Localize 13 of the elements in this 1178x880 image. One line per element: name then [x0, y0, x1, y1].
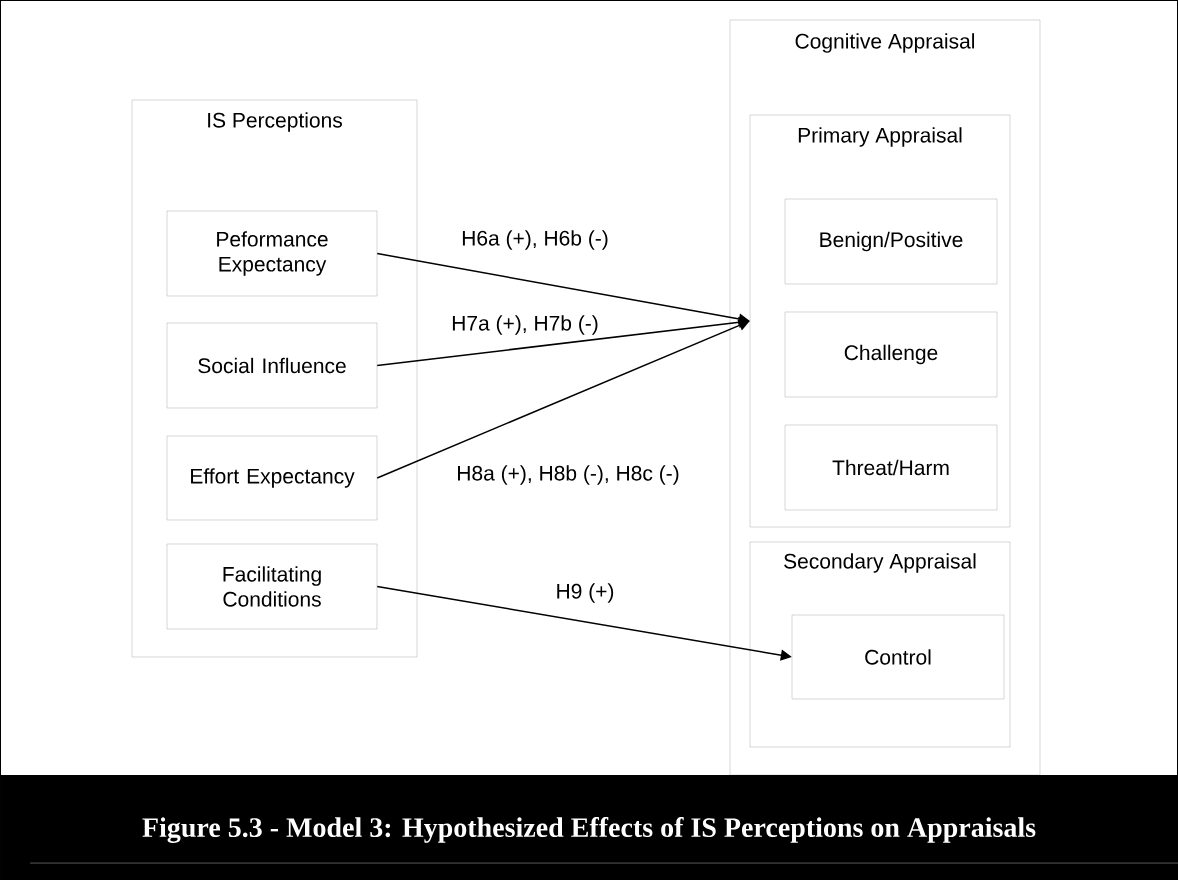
caption-band: Figure 5.3 - Model 3: Hypothesized Effects of IS Perceptions on Appraisals [0, 775, 1178, 880]
concept-box: Facilitating Conditions [166, 543, 378, 630]
concept-box: Benign/Positive [784, 198, 998, 285]
concept-box: Peformance Expectancy [166, 210, 378, 297]
edge-label: H6a (+), H6b (-) [460, 229, 610, 251]
concept-box: Threat/Harm [784, 424, 998, 511]
edge-label: H9 (+) [554, 582, 616, 604]
concept-box: Effort Expectancy [166, 435, 378, 521]
edge-label: H8a (+), H8b (-), H8c (-) [455, 464, 681, 486]
edge-label: H7a (+), H7b (-) [450, 314, 600, 336]
concept-box: Challenge [784, 311, 998, 398]
concept-box: Control [791, 614, 1005, 700]
concept-box: Social Influence [166, 322, 378, 409]
